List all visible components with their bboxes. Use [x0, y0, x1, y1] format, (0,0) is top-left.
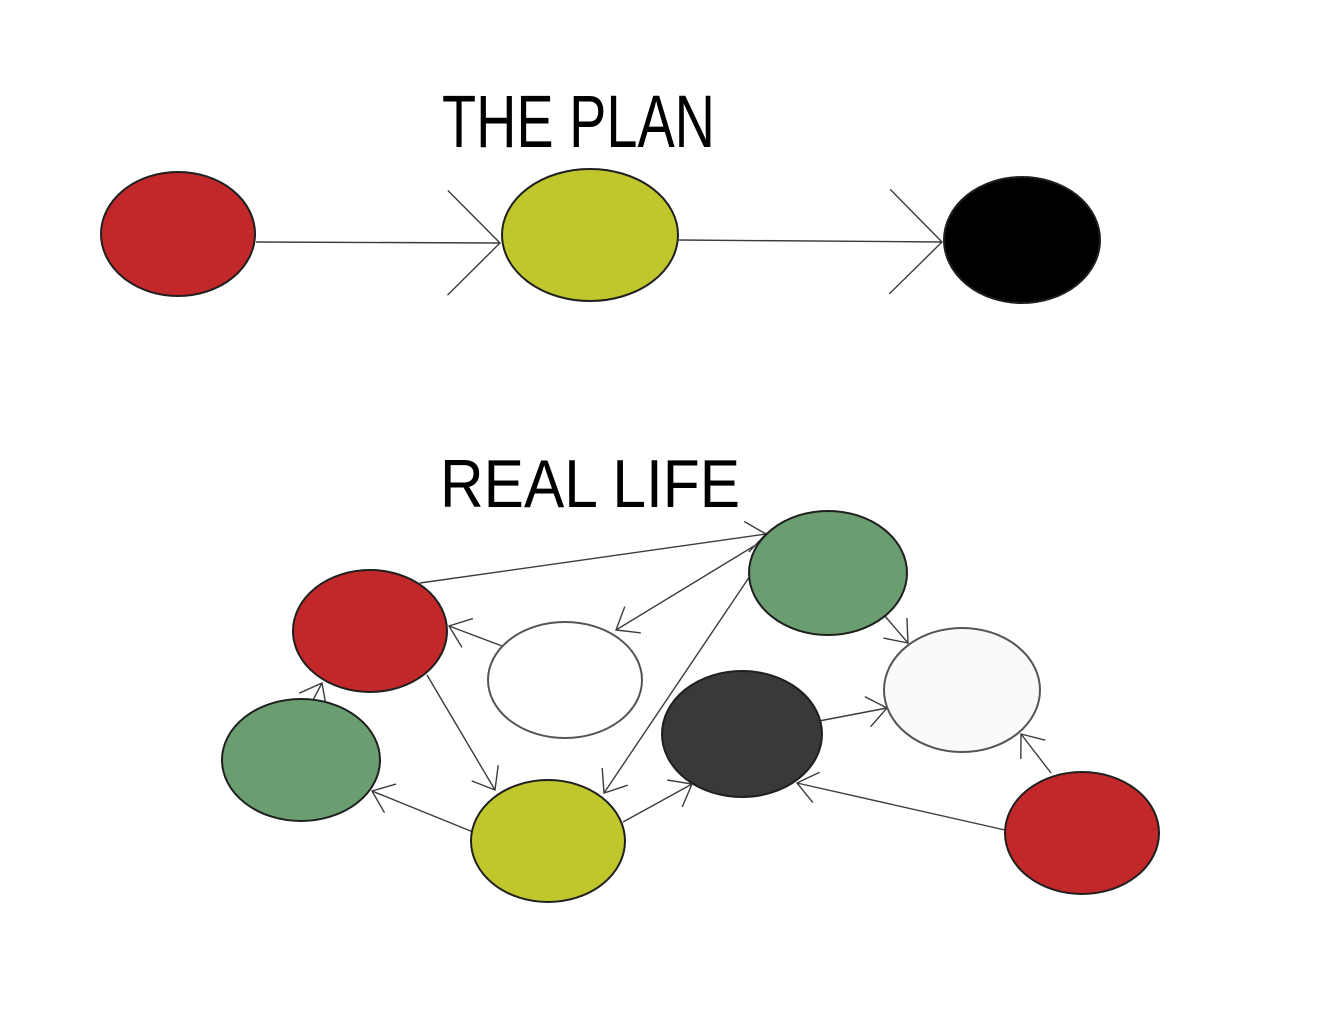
edge-red-left-to-green-top — [419, 520, 768, 584]
edge-yellow-green-to-black — [678, 188, 943, 295]
node-plan-yellow-green — [501, 168, 679, 302]
edge-red-right-to-white-right — [1020, 733, 1052, 774]
edge-yellow-to-green-left — [370, 783, 474, 833]
real-life-title: REAL LIFE — [440, 446, 740, 522]
node-plan-black — [943, 176, 1101, 304]
real-life-graph — [221, 510, 1160, 903]
node-real_life-yellow — [470, 779, 626, 903]
edge-dark-to-white-right — [818, 695, 889, 728]
node-real_life-dark — [661, 670, 823, 798]
node-real_life-white-mid — [487, 621, 643, 739]
node-real_life-green-left — [221, 698, 381, 822]
node-real_life-green-top — [748, 510, 908, 636]
edge-red-to-yellow-green — [255, 190, 501, 296]
node-real_life-white-right — [883, 627, 1041, 753]
edge-green-left-to-red-left — [298, 681, 328, 708]
edge-red-right-to-dark — [795, 771, 1006, 831]
node-plan-red — [100, 171, 256, 297]
edge-green-top-to-yellow — [601, 572, 753, 794]
edge-white-mid-to-red-left — [447, 617, 503, 648]
plan-graph — [100, 168, 1101, 304]
edge-green-top-to-white-right — [883, 614, 909, 644]
edge-yellow-to-dark — [622, 779, 693, 823]
plan-title: THE PLAN — [442, 80, 715, 163]
node-real_life-red-right — [1004, 771, 1160, 895]
node-real_life-red-left — [292, 569, 448, 693]
edge-red-left-to-yellow — [426, 674, 499, 791]
edge-green-top-to-white-mid — [615, 545, 755, 634]
